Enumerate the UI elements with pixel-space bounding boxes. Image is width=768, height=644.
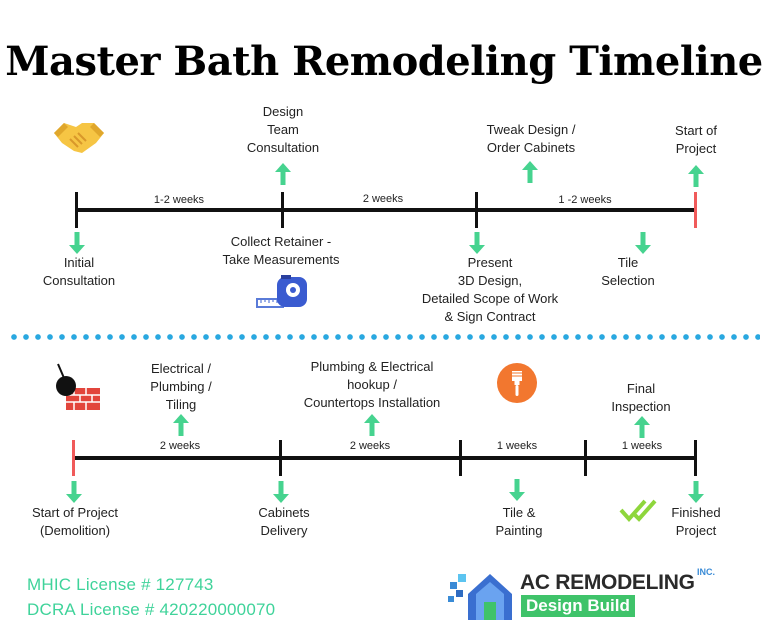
- top-tick-start: [694, 192, 697, 228]
- arrow-down-icon: [469, 232, 485, 254]
- label-collect-retainer: Collect Retainer - Take Measurements: [222, 234, 340, 267]
- label-initial-consultation: Initial Consultation: [42, 255, 116, 288]
- bottom-duration-2: 2 weeks: [349, 440, 391, 452]
- arrow-up-icon: [522, 161, 538, 183]
- label-tile-painting: Tile & Painting: [495, 505, 543, 538]
- top-timeline-line: [76, 208, 696, 212]
- arrow-up-icon: [275, 163, 291, 185]
- bottom-duration-4: 1 weeks: [621, 440, 663, 452]
- bottom-tick-start: [72, 440, 75, 476]
- logo-tagline: Design Build: [521, 595, 635, 617]
- bottom-tick-tile: [459, 440, 462, 476]
- arrow-up-icon: [173, 414, 189, 436]
- arrow-up-icon: [688, 165, 704, 187]
- tape-measure-icon: [256, 275, 307, 308]
- arrow-up-icon: [634, 416, 650, 438]
- top-duration-1: 1-2 weeks: [153, 194, 205, 206]
- label-final-inspection: Final Inspection: [611, 381, 671, 414]
- label-cabinets-delivery: Cabinets Delivery: [258, 505, 310, 538]
- label-present-design: Present 3D Design, Detailed Scope of Wor…: [421, 255, 559, 324]
- logo-inc: INC.: [697, 567, 715, 577]
- arrow-down-icon: [635, 232, 651, 254]
- arrow-down-icon: [69, 232, 85, 254]
- mhic-license: MHIC License # 127743: [27, 575, 214, 594]
- bottom-duration-3: 1 weeks: [496, 440, 538, 452]
- bottom-timeline-line: [73, 456, 696, 460]
- label-start-demolition: Start of Project (Demolition): [32, 505, 118, 538]
- top-tick-initial: [75, 192, 78, 228]
- logo-name: AC REMODELING: [520, 571, 695, 594]
- arrow-up-icon: [364, 414, 380, 436]
- bottom-tick-finished: [694, 440, 697, 476]
- label-plumbing-electrical-hookup: Plumbing & Electrical hookup / Counterto…: [303, 359, 441, 410]
- top-tick-present: [475, 192, 478, 228]
- top-duration-2: 2 weeks: [362, 193, 404, 205]
- bottom-duration-1: 2 weeks: [159, 440, 201, 452]
- top-duration-3: 1 -2 weeks: [558, 194, 612, 206]
- arrow-down-icon: [509, 479, 525, 501]
- label-tweak-design: Tweak Design / Order Cabinets: [486, 122, 576, 155]
- wrecking-ball-icon: [56, 363, 100, 410]
- bottom-tick-inspection: [584, 440, 587, 476]
- page-title: Master Bath Remodeling Timeline: [5, 38, 763, 85]
- label-finished-project: Finished Project: [671, 505, 721, 538]
- double-check-icon: [619, 499, 657, 523]
- label-design-team: Design Team Consultation: [246, 104, 320, 155]
- bottom-tick-cabinets: [279, 440, 282, 476]
- arrow-down-icon: [688, 481, 704, 503]
- paint-brush-icon: [497, 363, 537, 403]
- dcra-license: DCRA License # 420220000070: [27, 600, 276, 619]
- label-start-of-project: Start of Project: [675, 123, 717, 156]
- label-tile-selection: Tile Selection: [601, 255, 655, 288]
- arrow-down-icon: [273, 481, 289, 503]
- dotted-divider: [8, 333, 760, 341]
- label-electrical-plumbing-tiling: Electrical / Plumbing / Tiling: [150, 361, 212, 412]
- house-logo-icon: [448, 574, 512, 620]
- arrow-down-icon: [66, 481, 82, 503]
- handshake-icon: [54, 123, 104, 153]
- top-tick-retainer: [281, 192, 284, 228]
